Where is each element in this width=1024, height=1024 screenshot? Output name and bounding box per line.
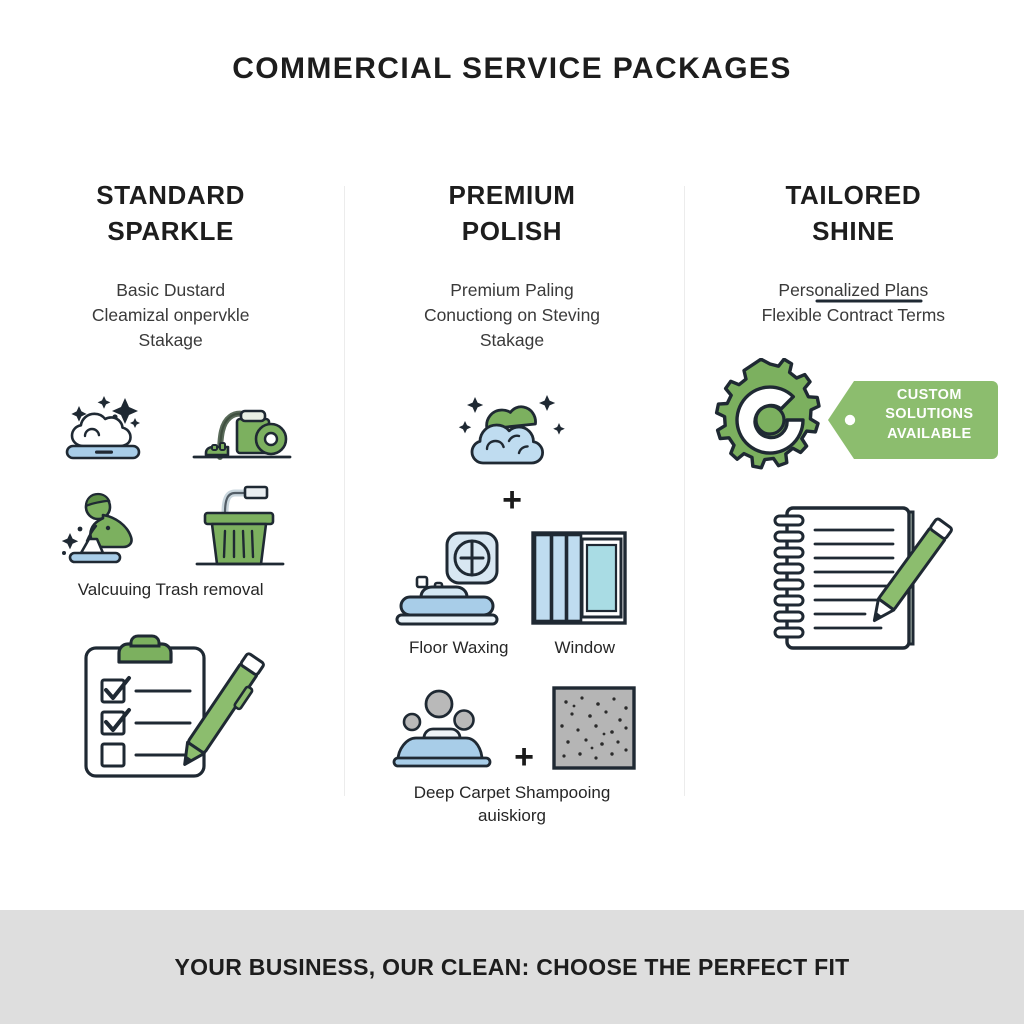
standard-icon-grid bbox=[39, 379, 303, 575]
plus-symbol-2: + bbox=[514, 738, 534, 777]
custom-solutions-tag: CUSTOM SOLUTIONS AVAILABLE bbox=[826, 377, 999, 463]
package-title-standard: STANDARD SPARKLE bbox=[96, 180, 246, 246]
clipboard-checklist-icon bbox=[66, 628, 276, 798]
vacuum-cleaner-icon bbox=[184, 383, 294, 471]
caption-window: Window bbox=[554, 638, 615, 658]
caption-floor-waxing: Floor Waxing bbox=[409, 638, 509, 658]
package-column-premium-polish[interactable]: PREMIUM POLISH Premium Paling Conuctiong… bbox=[341, 178, 682, 825]
package-subtitle-standard: Basic Dustard Cleamizal onpervkle Stakag… bbox=[91, 279, 250, 351]
package-column-standard-sparkle[interactable]: STANDARD SPARKLE Basic Dustard Cleamizal… bbox=[0, 178, 341, 808]
spiral-notebook-pencil-icon bbox=[753, 496, 954, 666]
package-subtitle-premium: Premium Paling Conuctiong on Steving Sta… bbox=[423, 279, 601, 351]
window-icon bbox=[525, 525, 633, 631]
plus-symbol-1: + bbox=[502, 481, 522, 520]
tailored-gear-tag-group: CUSTOM SOLUTIONS AVAILABLE bbox=[708, 358, 999, 482]
package-subtitle-tailored: Personalized Plans Flexible Contract Ter… bbox=[761, 279, 946, 325]
carpet-shampooer-icon bbox=[384, 682, 500, 774]
package-title-premium: PREMIUM POLISH bbox=[448, 180, 576, 246]
premium-row2-icons: + bbox=[384, 682, 640, 774]
person-dusting-icon bbox=[48, 481, 158, 573]
foam-bubble-icon bbox=[447, 379, 577, 475]
sparkle-cloud-icon bbox=[47, 384, 159, 470]
standard-icons-caption: Valcuuing Trash removal bbox=[77, 580, 264, 600]
package-title-tailored: TAILORED SHINE bbox=[785, 180, 922, 246]
package-column-tailored-shine[interactable]: TAILORED SHINE Personalized Plans Flexib… bbox=[683, 178, 1024, 808]
premium-row1-icons bbox=[391, 525, 633, 631]
custom-solutions-tag-label: CUSTOM SOLUTIONS AVAILABLE bbox=[885, 387, 974, 442]
floor-waxing-machine-icon bbox=[391, 525, 511, 631]
carpet-texture-icon bbox=[548, 682, 640, 774]
gear-icon bbox=[708, 358, 832, 482]
column-divider-2 bbox=[684, 186, 685, 796]
package-columns: STANDARD SPARKLE Basic Dustard Cleamizal… bbox=[0, 178, 1024, 825]
page-title: COMMERCIAL SERVICE PACKAGES bbox=[232, 52, 792, 85]
footer-tagline: YOUR BUSINESS, OUR CLEAN: CHOOSE THE PER… bbox=[174, 953, 850, 980]
column-divider-1 bbox=[344, 186, 345, 796]
premium-row2-caption: Deep Carpet Shampooing auiskiorg bbox=[413, 783, 611, 825]
footer-banner: YOUR BUSINESS, OUR CLEAN: CHOOSE THE PER… bbox=[0, 910, 1024, 1024]
trash-can-icon bbox=[187, 481, 291, 573]
gear-tag-connector bbox=[815, 299, 923, 303]
premium-row1-captions: Floor Waxing Window bbox=[409, 637, 615, 660]
